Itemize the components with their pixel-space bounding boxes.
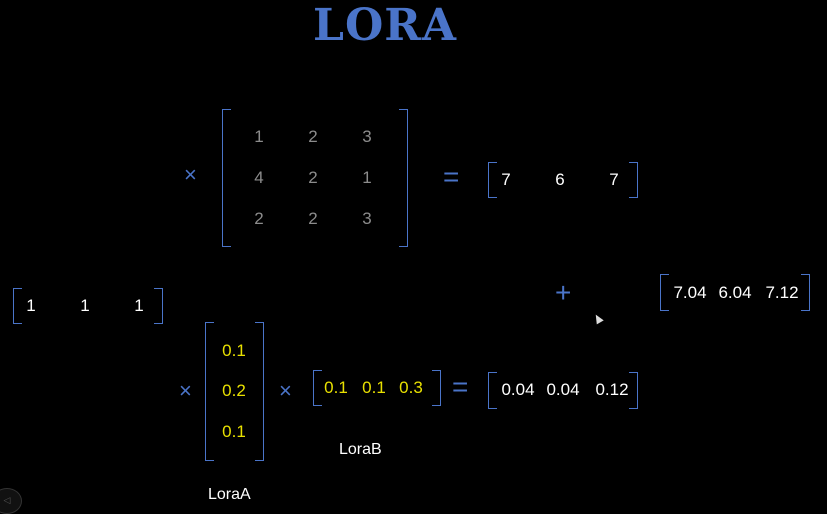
lora-result-vector: 0.04 0.04 0.12	[488, 372, 638, 409]
matrix-cell: 2	[308, 168, 318, 187]
vector-cell: 0.04	[546, 380, 580, 399]
times-operator: ×	[179, 378, 192, 403]
input-vector: 1 1 1	[13, 288, 163, 324]
right-bracket	[399, 109, 408, 247]
vector-cell: 7	[501, 170, 511, 189]
vector-cell: 7.12	[765, 283, 799, 302]
right-bracket	[629, 372, 638, 409]
matrix-cell: 3	[362, 127, 372, 146]
mouse-pointer-icon	[592, 312, 604, 325]
matrix-cell: 1	[362, 168, 372, 187]
vector-cell: 0.04	[501, 380, 535, 399]
vector-cell: 7.04	[673, 283, 707, 302]
right-bracket	[801, 274, 810, 311]
vector-cell: 1	[134, 296, 144, 315]
matrix-cell: 2	[308, 127, 318, 146]
vector-cell: 0.12	[595, 380, 629, 399]
vector-cell: 6	[555, 170, 565, 189]
vector-cell: 0.1	[362, 378, 386, 397]
right-bracket	[154, 288, 163, 324]
matrix-cell: 0.2	[222, 381, 246, 400]
left-bracket	[488, 162, 497, 198]
left-bracket	[488, 372, 497, 409]
left-bracket	[205, 322, 214, 461]
plus-operator: +	[555, 277, 572, 308]
previous-slide-button[interactable]: ◁	[0, 488, 22, 514]
lora-a-label: LoraA	[208, 486, 251, 503]
matrix-cell: 0.1	[222, 422, 246, 441]
right-bracket	[629, 162, 638, 198]
matrix-cell: 2	[254, 209, 264, 228]
vector-cell: 0.1	[324, 378, 348, 397]
equals-operator: =	[443, 161, 460, 192]
lora-b-label: LoraB	[339, 441, 382, 458]
times-operator: ×	[184, 162, 197, 187]
weight-matrix: 1 2 3 4 2 1 2 2 3	[222, 109, 408, 247]
vector-cell: 6.04	[718, 283, 752, 302]
lora-b-matrix: 0.1 0.1 0.3	[313, 370, 441, 406]
matrix-cell: 4	[254, 168, 264, 187]
left-bracket	[13, 288, 22, 324]
equals-operator: =	[452, 371, 469, 402]
vector-cell: 7	[609, 170, 619, 189]
left-bracket	[222, 109, 231, 247]
matrix-cell: 3	[362, 209, 372, 228]
page-title: LORA	[313, 0, 457, 51]
lora-a-matrix: 0.1 0.2 0.1	[205, 322, 264, 461]
times-operator: ×	[279, 378, 292, 403]
final-result-vector: 7.04 6.04 7.12	[660, 274, 810, 311]
vector-cell: 1	[80, 296, 90, 315]
left-bracket	[313, 370, 322, 406]
matrix-cell: 0.1	[222, 341, 246, 360]
base-result-vector: 7 6 7	[488, 162, 638, 198]
right-bracket	[255, 322, 264, 461]
matrix-cell: 1	[254, 127, 264, 146]
right-bracket	[432, 370, 441, 406]
vector-cell: 0.3	[399, 378, 423, 397]
matrix-cell: 2	[308, 209, 318, 228]
vector-cell: 1	[26, 296, 36, 315]
left-bracket	[660, 274, 669, 311]
